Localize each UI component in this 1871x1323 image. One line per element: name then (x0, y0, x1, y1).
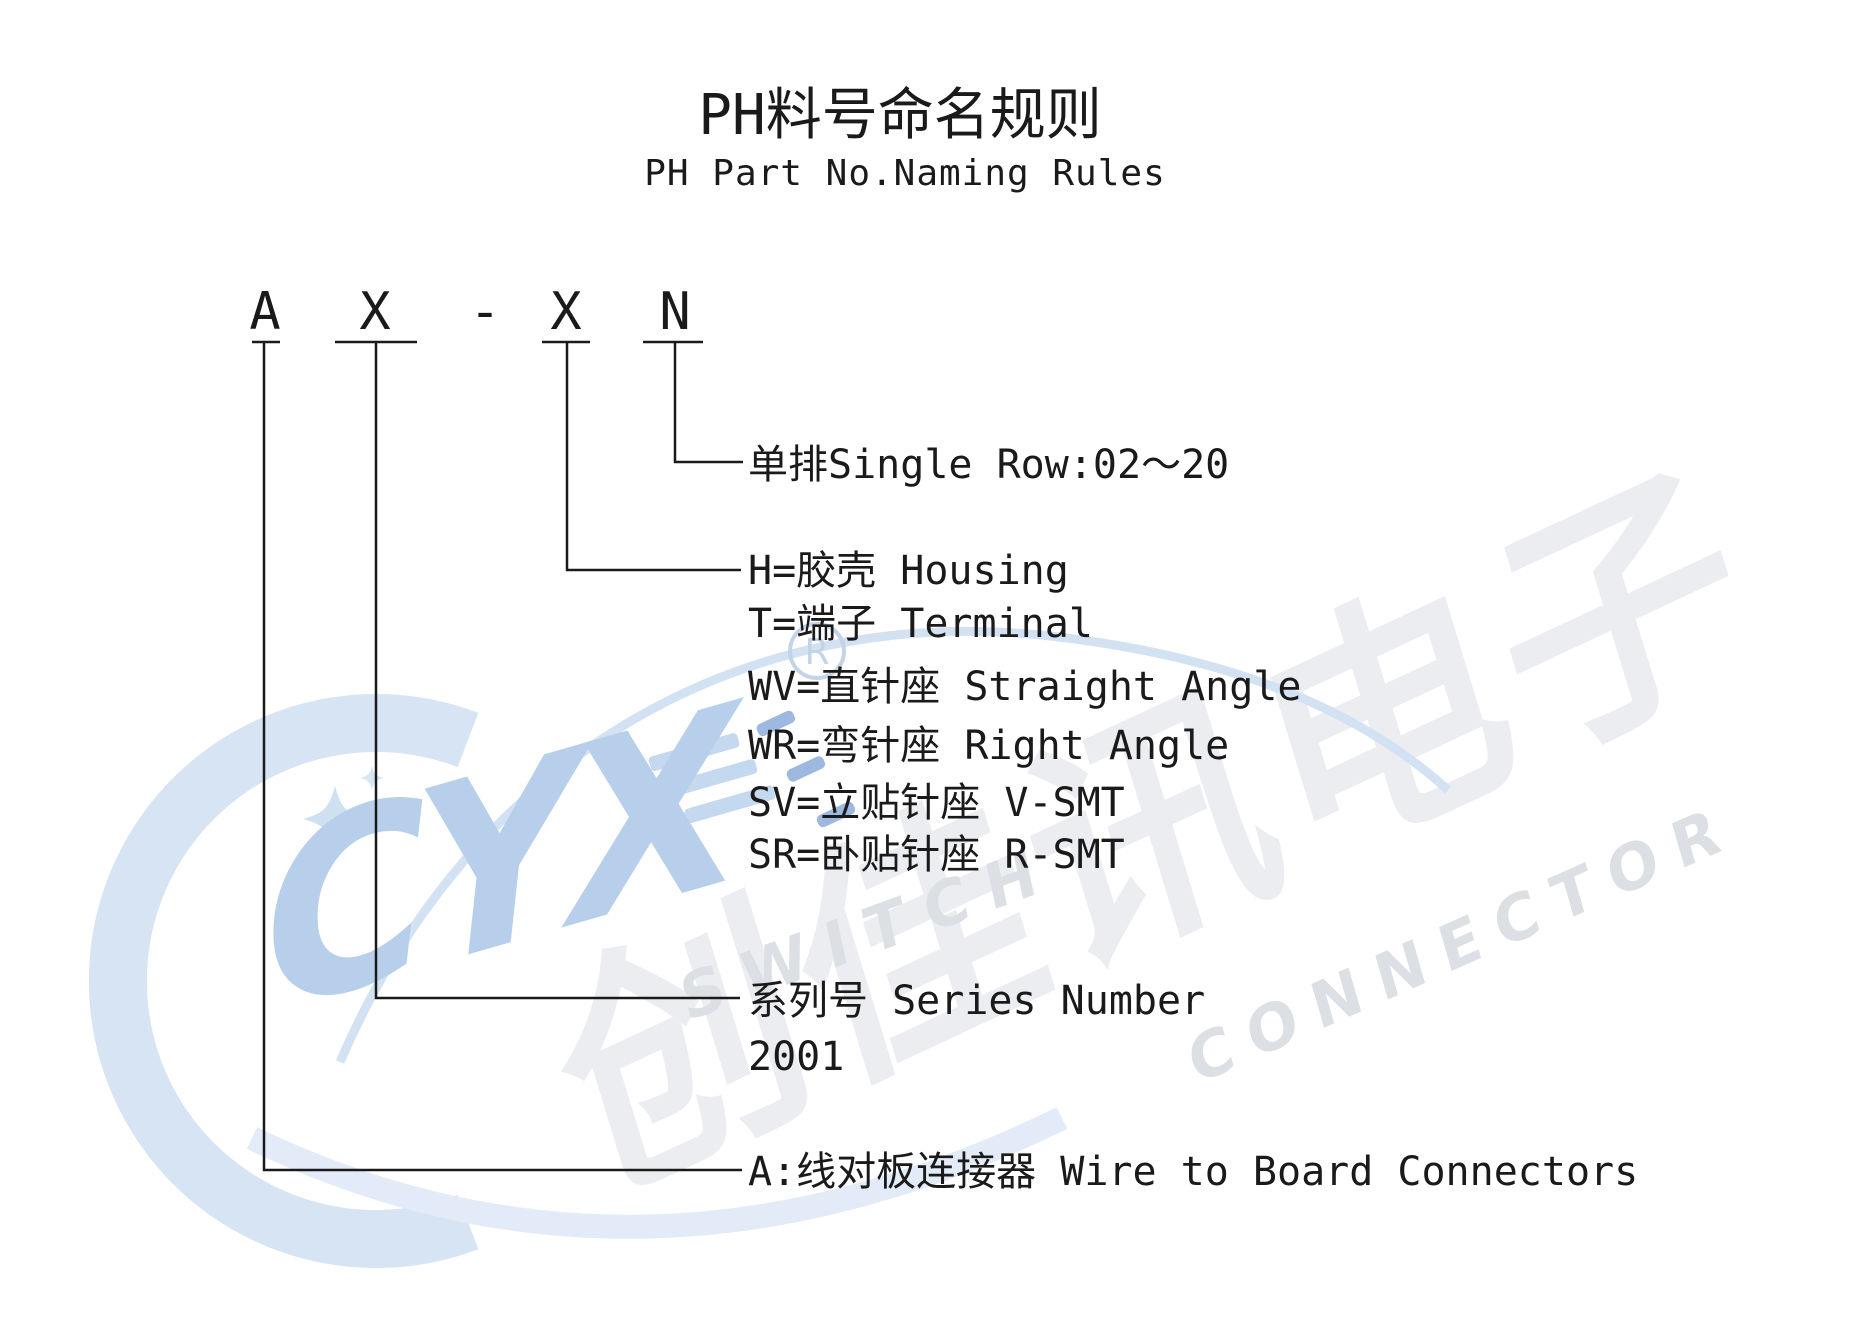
label-terminal: T=端子 Terminal (748, 601, 1093, 647)
label-series-number: 系列号 Series Number (748, 978, 1206, 1024)
label-series-value: 2001 (748, 1034, 845, 1080)
label-straight-angle: WV=直针座 Straight Angle (748, 664, 1302, 710)
code-letter-n: N (659, 282, 691, 342)
label-r-smt: SR=卧贴针座 R-SMT (748, 832, 1125, 878)
leader-a (262, 342, 742, 1172)
code-letter-x2: X (550, 282, 582, 342)
label-housing: H=胶壳 Housing (748, 548, 1069, 594)
code-letter-x1: X (359, 282, 391, 342)
code-letter-a: A (249, 282, 281, 342)
label-right-angle: WR=弯针座 Right Angle (748, 723, 1230, 769)
code-letter-dash: - (469, 282, 501, 342)
label-single-row: 单排Single Row:02～20 (748, 442, 1230, 488)
label-v-smt: SV=立贴针座 V-SMT (748, 780, 1125, 826)
page-title: PH料号命名规则 (698, 83, 1102, 148)
page-subtitle: PH Part No.Naming Rules (644, 153, 1166, 194)
leader-x1 (374, 342, 740, 1000)
leader-x2 (565, 342, 741, 572)
label-wire-to-board: A:线对板连接器 Wire to Board Connectors (748, 1149, 1639, 1195)
leader-n (673, 342, 743, 464)
